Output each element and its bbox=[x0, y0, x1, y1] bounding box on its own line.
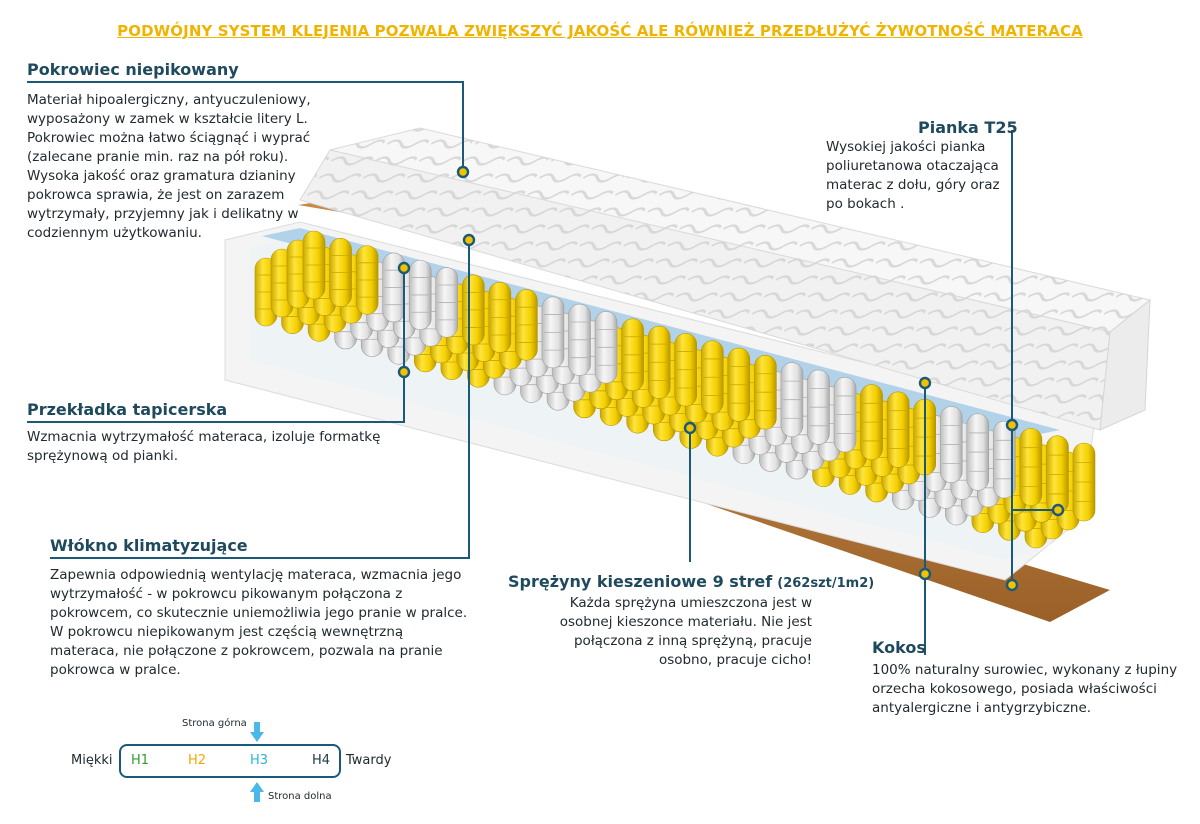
topper-pattern-side bbox=[300, 150, 1110, 430]
leader-fiber bbox=[50, 240, 470, 559]
marker-dot bbox=[397, 261, 411, 275]
springs-heading: Sprężyny kieszeniowe 9 stref (262szt/1m2… bbox=[508, 572, 874, 591]
insulator-description: Wzmacnia wytrzymałość materaca, izoluje … bbox=[27, 429, 381, 464]
marker-dot bbox=[456, 165, 470, 179]
foam-title: Pianka T25 bbox=[918, 118, 1018, 137]
topper-end bbox=[1099, 298, 1151, 431]
top-side-label: Strona górna bbox=[182, 718, 247, 729]
leader-insulator bbox=[27, 268, 405, 423]
coconut-description: 100% naturalny surowiec, wykonany z łupi… bbox=[872, 662, 1178, 716]
marker-dot bbox=[462, 233, 476, 247]
marker-dot bbox=[918, 376, 932, 390]
arrow-down-icon bbox=[250, 722, 264, 742]
level-h2: H2 bbox=[188, 753, 207, 768]
foam-description: Wysokiej jakości pianka poliuretanowa ot… bbox=[826, 139, 1000, 212]
hard-label: Twardy bbox=[346, 753, 392, 768]
level-h1: H1 bbox=[131, 753, 150, 768]
marker-dot bbox=[1005, 418, 1019, 432]
coconut-title: Kokos bbox=[872, 638, 926, 657]
cover-description: Materiał hipoalergiczny, antyuczuleniowy… bbox=[27, 92, 311, 241]
hardness-scale bbox=[119, 744, 341, 778]
springs-title: Sprężyny kieszeniowe 9 stref bbox=[508, 572, 773, 591]
insulator-title: Przekładka tapicerska bbox=[27, 400, 228, 419]
leader-cover bbox=[27, 81, 464, 172]
springs-description: Każda sprężyna umieszczona jest w osobne… bbox=[559, 595, 812, 668]
level-h4: H4 bbox=[312, 753, 331, 768]
spring-units bbox=[254, 230, 1096, 549]
marker-dot bbox=[1051, 503, 1065, 517]
level-h3: H3 bbox=[250, 753, 269, 768]
soft-label: Miękki bbox=[71, 753, 113, 768]
topper-pattern bbox=[330, 128, 1150, 332]
marker-dot bbox=[397, 365, 411, 379]
cover-title: Pokrowiec niepikowany bbox=[27, 60, 239, 79]
headline: PODWÓJNY SYSTEM KLEJENIA POZWALA ZWIĘKSZ… bbox=[117, 22, 1083, 40]
marker-dot bbox=[1005, 578, 1019, 592]
fiber-description: Zapewnia odpowiednią wentylację materaca… bbox=[50, 567, 468, 678]
bottom-side-label: Strona dolna bbox=[268, 791, 332, 802]
fiber-title: Włókno klimatyzujące bbox=[50, 536, 248, 555]
springs-density: (262szt/1m2) bbox=[777, 576, 875, 591]
arrow-up-icon bbox=[250, 782, 264, 802]
marker-dot bbox=[683, 421, 697, 435]
marker-dot bbox=[918, 567, 932, 581]
